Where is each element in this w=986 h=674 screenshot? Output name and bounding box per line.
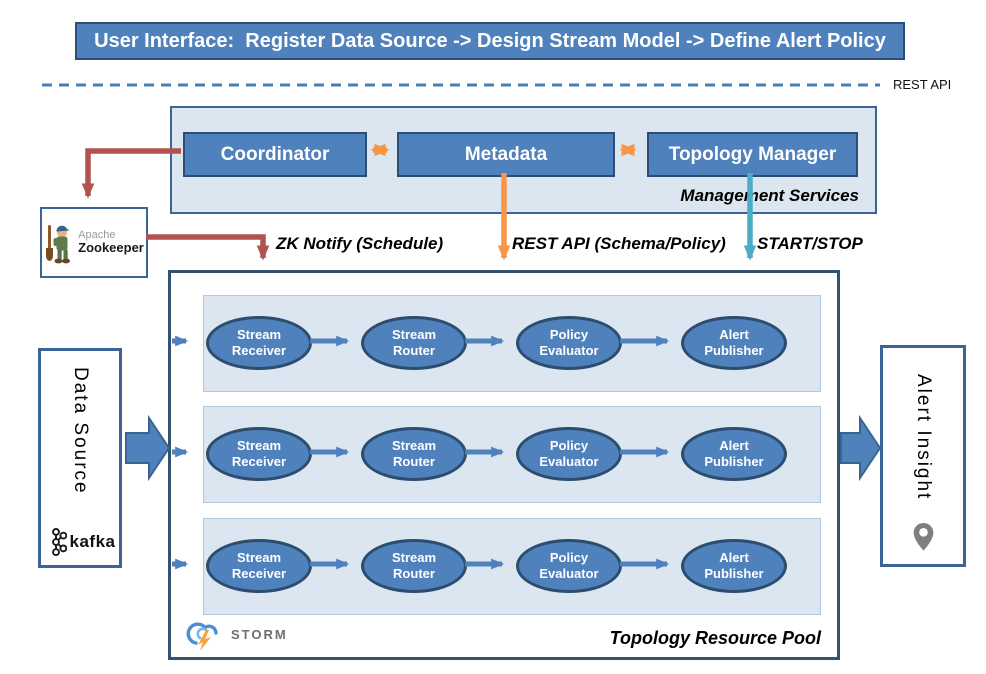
- stage-label: Stream: [236, 437, 282, 453]
- stage-label: Stream: [391, 326, 437, 342]
- stage-label: Evaluator: [539, 566, 599, 581]
- storm-logo: STORM: [185, 616, 288, 652]
- alert-insight-label: Alert Insight: [913, 374, 934, 501]
- stage-label: Alert: [719, 437, 749, 453]
- storm-icon: [186, 622, 218, 651]
- stage-label: Policy: [549, 326, 589, 342]
- topology-manager-label: Topology Manager: [668, 143, 837, 165]
- data-source-box: Data Source kafka: [38, 348, 122, 568]
- stage-label: Policy: [549, 549, 589, 565]
- metadata-box: Metadata: [397, 132, 615, 177]
- zookeeper-apache-label: Apache: [78, 228, 116, 241]
- kafka-logo: kafka: [45, 527, 116, 557]
- coordinator-to-zookeeper-arrow: [81, 148, 181, 199]
- edge-label-start-stop: START/STOP: [757, 234, 863, 253]
- edge-label-zk-notify: ZK Notify (Schedule): [276, 234, 444, 253]
- stage-label: Stream: [236, 549, 282, 565]
- stage-label: Evaluator: [539, 454, 599, 469]
- stage-label: Router: [393, 566, 435, 581]
- stage-label: Receiver: [231, 343, 287, 358]
- kafka-icon: [51, 528, 67, 556]
- stage-label: Router: [393, 454, 435, 469]
- zk-notify-arrow: [146, 234, 270, 261]
- storm-label: STORM: [231, 626, 288, 642]
- coordinator-label: Coordinator: [220, 143, 330, 165]
- metadata-label: Metadata: [464, 143, 548, 165]
- alert-insight-box: Alert Insight: [880, 345, 966, 567]
- management-services-label: Management Services: [680, 186, 859, 205]
- stage-label: Router: [393, 343, 435, 358]
- stage-label: Stream: [236, 326, 282, 342]
- zookeeper-icon: [46, 224, 71, 263]
- zookeeper-text: Apache Zookeeper: [78, 228, 144, 256]
- pool-to-alert-insight-arrow: [840, 414, 882, 482]
- kafka-label: kafka: [69, 532, 116, 551]
- topology-manager-box: Topology Manager: [647, 132, 858, 177]
- stage-label: Policy: [549, 437, 589, 453]
- stage-label: Alert: [719, 549, 749, 565]
- zookeeper-box: Apache Zookeeper: [40, 207, 148, 278]
- stage-label: Publisher: [704, 454, 764, 469]
- rest-api-line-label: REST API: [893, 77, 952, 92]
- stage-label: Receiver: [231, 454, 287, 469]
- stage-label: Stream: [391, 437, 437, 453]
- stage-label: Publisher: [704, 566, 764, 581]
- management-services-panel: Coordinator Metadata Topology Manager Ma…: [170, 106, 877, 214]
- zookeeper-name-label: Zookeeper: [78, 240, 144, 256]
- stage-label: Alert: [719, 326, 749, 342]
- edge-label-rest-api: REST API (Schema/Policy): [512, 234, 726, 253]
- stage-label: Receiver: [231, 566, 287, 581]
- stage-label: Stream: [391, 549, 437, 565]
- user-interface-banner: User Interface: Register Data Source -> …: [75, 22, 905, 60]
- stage-label: Publisher: [704, 343, 764, 358]
- coordinator-box: Coordinator: [183, 132, 367, 177]
- banner-text: User Interface: Register Data Source -> …: [94, 29, 886, 52]
- location-pin-icon: [913, 522, 933, 551]
- data-source-to-pool-arrow: [125, 414, 171, 482]
- stage-label: Evaluator: [539, 343, 599, 358]
- topology-resource-pool-label: Topology Resource Pool: [609, 628, 821, 648]
- data-source-label: Data Source: [70, 367, 91, 495]
